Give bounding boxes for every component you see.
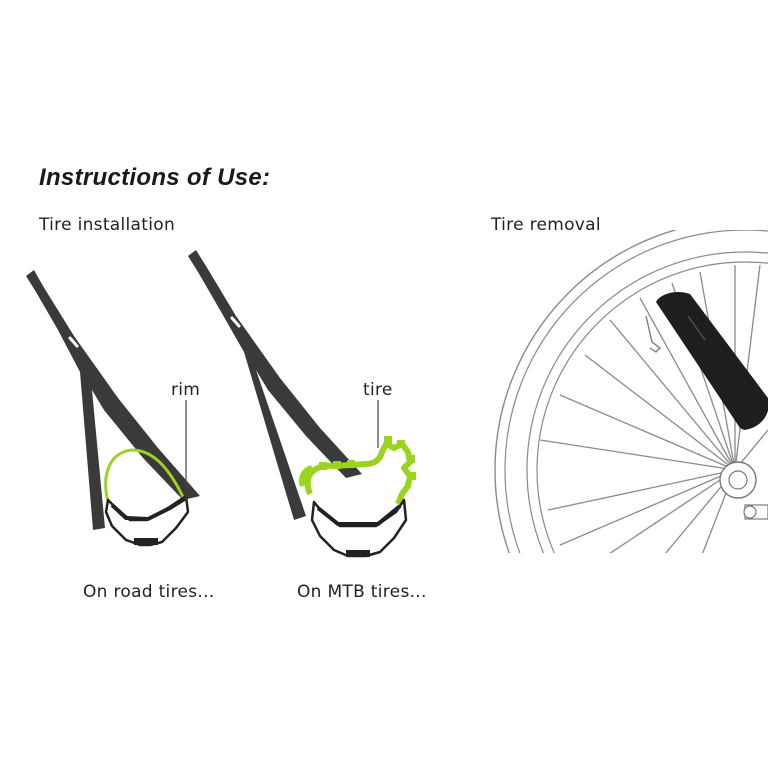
tire-lever-icon: [656, 292, 768, 430]
road-tire-bead-highlight: [104, 448, 185, 506]
caption-mtb-tires: On MTB tires...: [297, 582, 427, 602]
wheel-spokes: [539, 264, 768, 553]
mtb-tire-highlight: [299, 436, 416, 506]
tire-lever-icon: [26, 270, 200, 530]
rim-callout-label: rim: [171, 380, 201, 400]
rim-profile-icon: [310, 498, 408, 558]
tire-lever-icon: [188, 250, 362, 520]
section-title-installation: Tire installation: [39, 215, 176, 235]
wheel-hub: [719, 461, 768, 520]
section-title-removal: Tire removal: [491, 215, 601, 235]
tire-callout-label: tire: [363, 380, 393, 400]
caption-road-tires: On road tires...: [83, 582, 215, 602]
bicycle-wheel-icon: [494, 230, 768, 553]
road-tire-illustration: [26, 270, 200, 547]
mtb-tire-illustration: [188, 250, 416, 558]
rim-profile-icon: [104, 494, 190, 547]
valve-stem: [645, 315, 661, 353]
instructions-heading: Instructions of Use:: [39, 164, 271, 191]
